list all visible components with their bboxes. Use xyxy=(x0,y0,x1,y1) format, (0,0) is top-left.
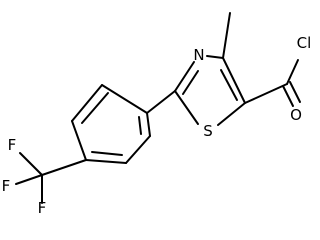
bond-aryl-cf3 xyxy=(41,159,87,176)
atom-label-o: O xyxy=(290,106,302,124)
bond-ar-inner-1 xyxy=(81,92,109,124)
bond-c4-c5-inner xyxy=(220,69,238,101)
bond-c2-n3-outer xyxy=(174,61,195,92)
bond-ar1-ar2 xyxy=(101,84,148,114)
bond-c4-methyl xyxy=(222,12,231,59)
bond-ar-inner-2 xyxy=(91,151,123,156)
bond-ar4-ar5 xyxy=(85,159,127,164)
bond-ar2-ar3 xyxy=(71,84,103,122)
bond-carbonyl-o-a xyxy=(282,85,294,107)
bond-c5-carbonyl xyxy=(244,83,288,104)
bond-ar5-ar6 xyxy=(125,135,151,164)
bond-cf3-f-top xyxy=(19,152,43,176)
atom-label-f-left: F xyxy=(2,177,11,195)
bond-ar3-ar4 xyxy=(71,120,87,161)
bond-cf3-f-left xyxy=(15,174,43,185)
atom-label-s: S xyxy=(203,122,213,140)
bond-c4-c5-outer xyxy=(222,57,246,104)
bond-ar6-ar1 xyxy=(146,112,151,137)
chemical-structure: Cl O N S F F F xyxy=(2,12,312,216)
atom-label-n: N xyxy=(193,46,204,64)
bond-carbonyl-o-b xyxy=(289,81,301,103)
bond-c2-aryl xyxy=(146,90,176,114)
bond-c5-s1 xyxy=(217,102,246,126)
bond-ar-inner-3 xyxy=(138,116,142,135)
bond-s1-c2 xyxy=(174,90,199,125)
bond-carbonyl-cl xyxy=(286,59,299,85)
bond-c2-n3-inner xyxy=(182,70,199,95)
atom-label-f-top: F xyxy=(8,136,17,154)
atom-label-f-bottom: F xyxy=(38,199,47,216)
atom-label-cl: Cl xyxy=(297,34,312,52)
bond-n3-c4 xyxy=(206,55,224,59)
